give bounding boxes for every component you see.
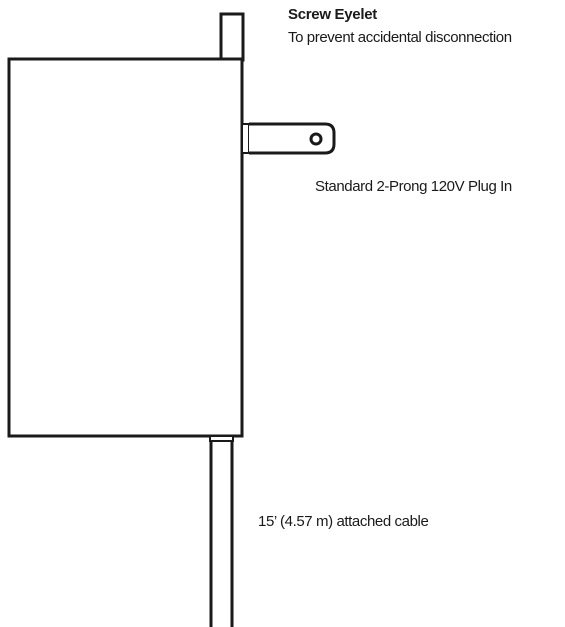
- plug-base-plate: [241, 123, 250, 154]
- screw-eyelet-description: To prevent accidental disconnection: [288, 29, 512, 46]
- plug-label: Standard 2-Prong 120V Plug In: [315, 178, 512, 195]
- cable-strain-relief: [209, 435, 234, 442]
- prong-hole: [309, 132, 323, 146]
- screw-eyelet-title: Screw Eyelet: [288, 6, 377, 23]
- screw-eyelet-tab: [219, 12, 245, 62]
- cable-label: 15’ (4.57 m) attached cable: [258, 513, 429, 530]
- plug-prong: [249, 122, 336, 155]
- adapter-body: [7, 57, 244, 438]
